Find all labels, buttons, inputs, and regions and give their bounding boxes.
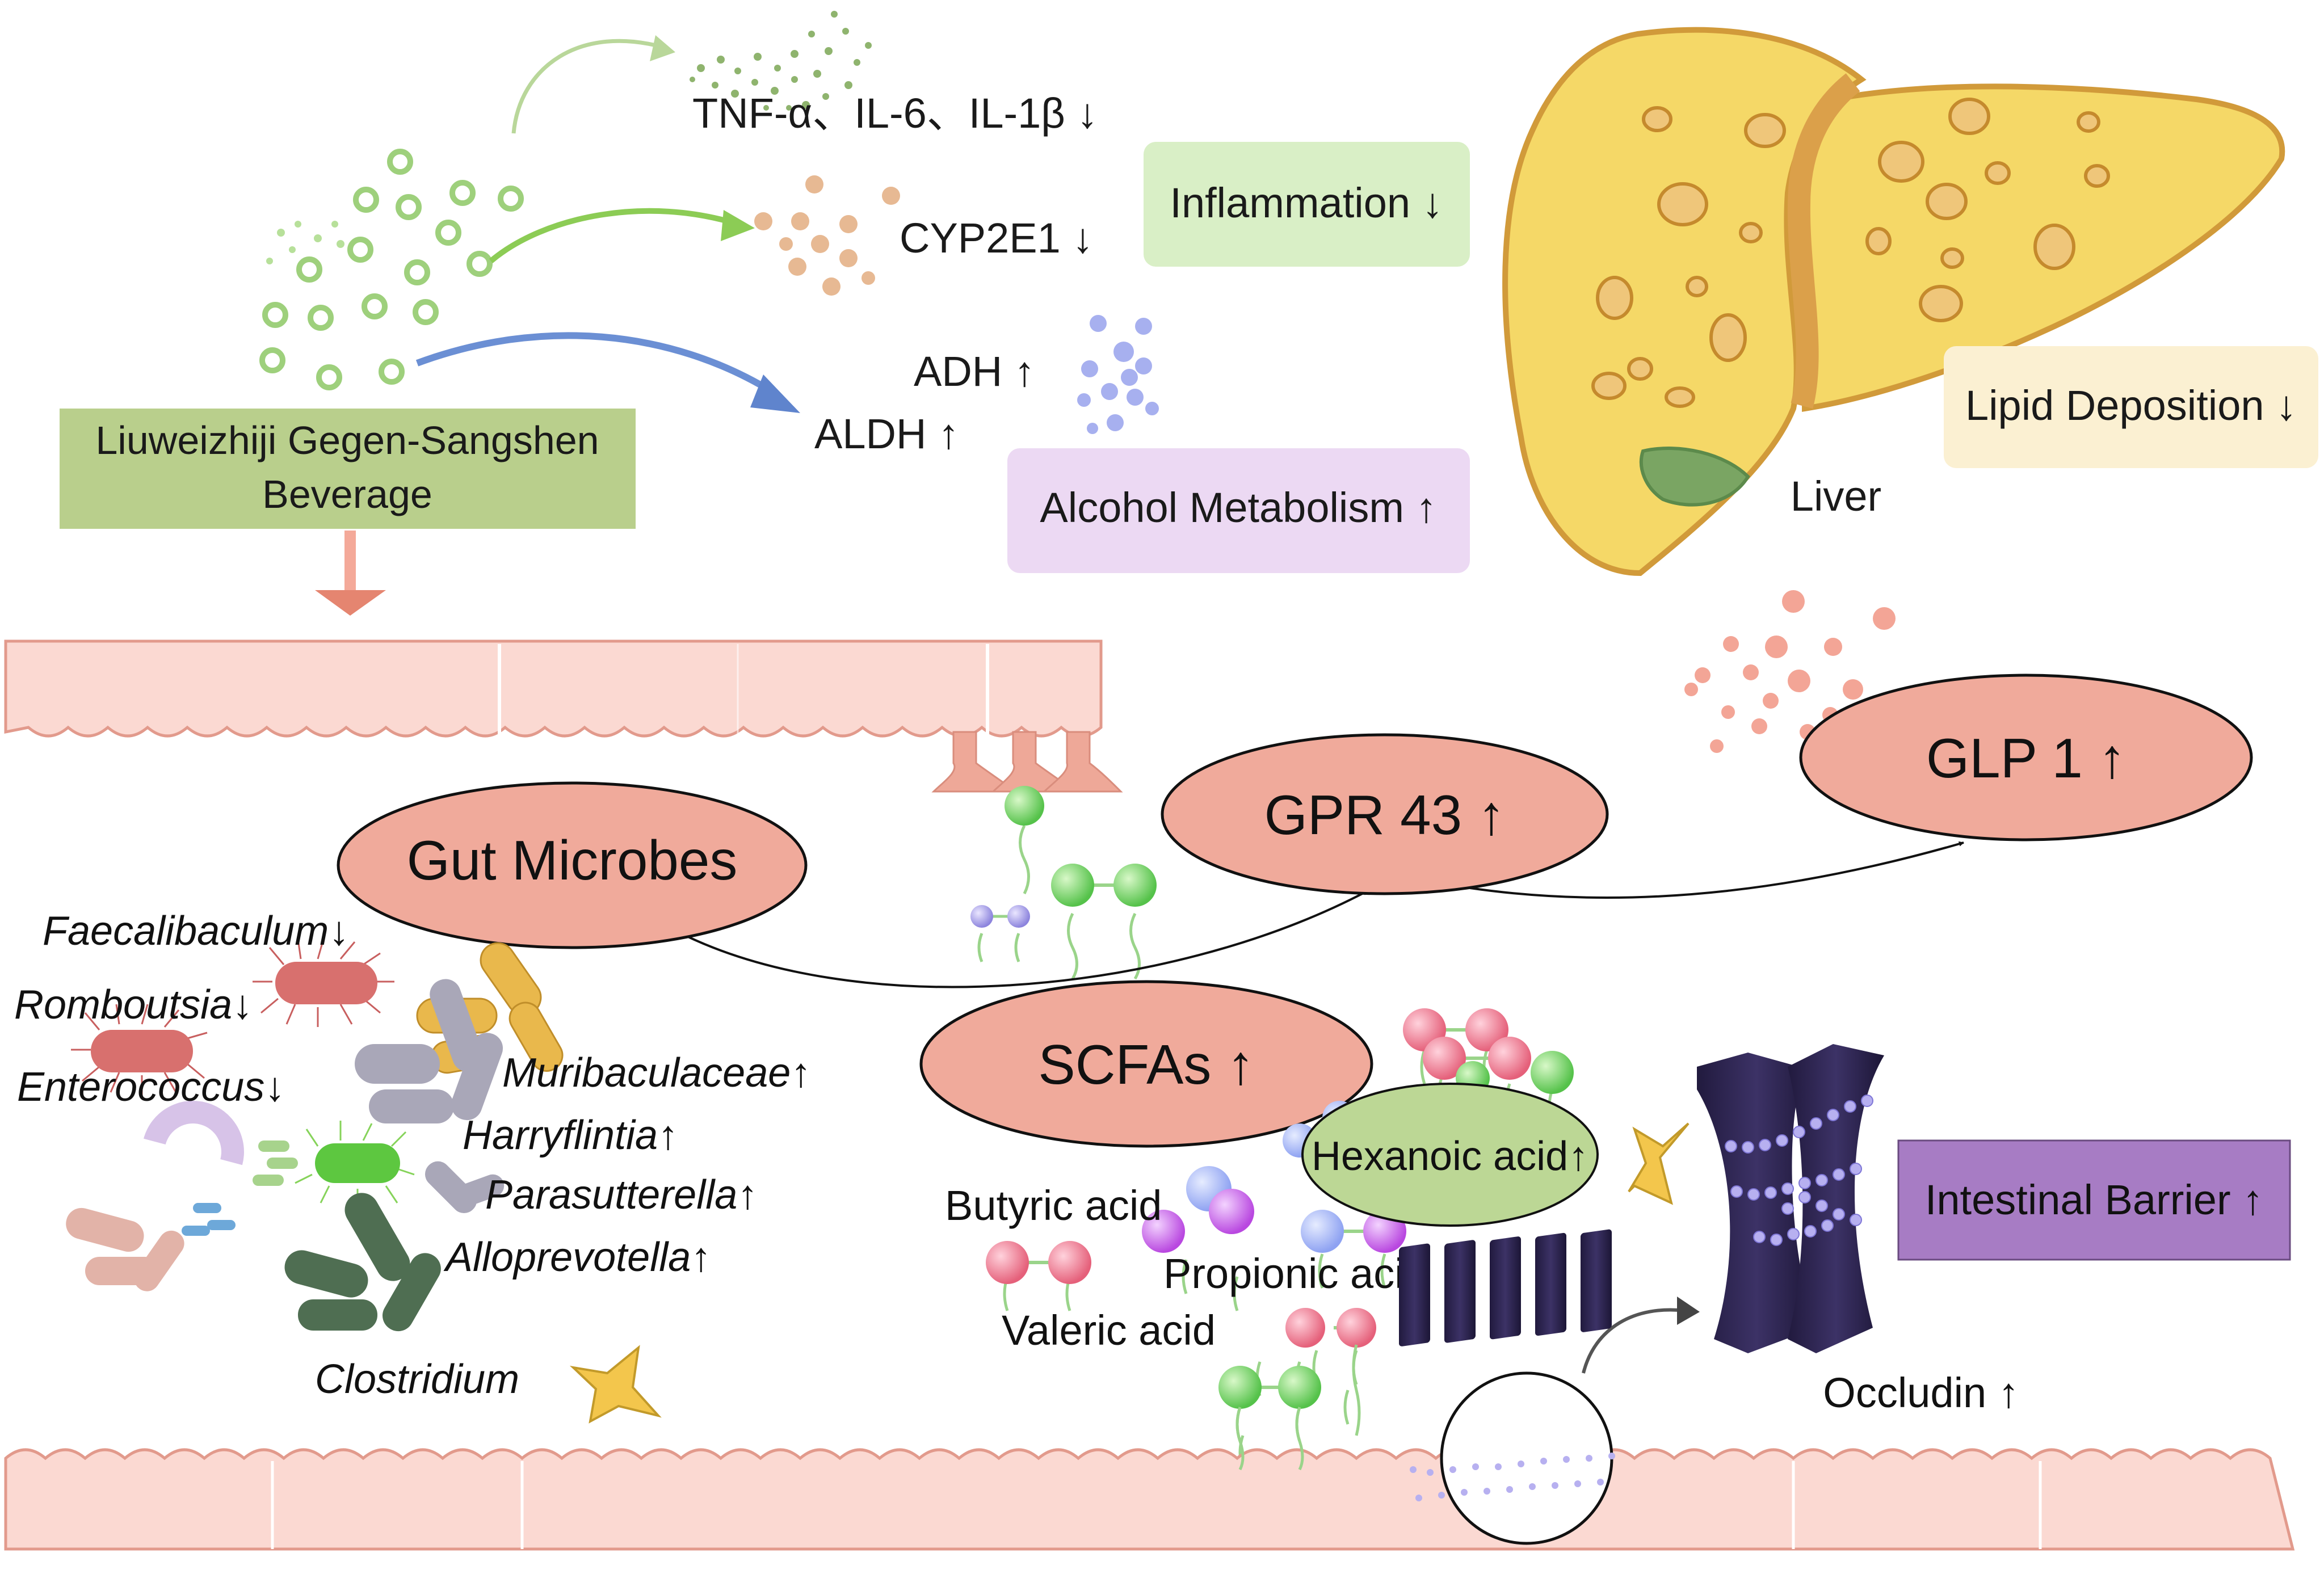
effect-arrows — [415, 35, 800, 413]
bacteria-labels: Faecalibaculum↓ Romboutsia↓ Enterococcus… — [14, 908, 811, 1402]
hexanoic-star-icon — [1628, 1122, 1690, 1205]
tight-junction-illustration — [1697, 1044, 1884, 1353]
romboutsia-label: Romboutsia↓ — [14, 982, 253, 1028]
adh-label: ADH ↑ — [914, 348, 1035, 395]
scfa-molecule-cluster — [986, 1008, 1574, 1470]
gut-microbes-oval: Gut Microbes — [337, 781, 808, 949]
zoom-arrow — [1582, 1308, 1686, 1374]
zoom-arrow-head — [1677, 1297, 1700, 1325]
inflammation-box: Inflammation ↓ — [1144, 142, 1470, 267]
lipid-deposition-box: Lipid Deposition ↓ — [1944, 346, 2318, 468]
hexanoic-acid-label: Hexanoic acid↑ — [1312, 1134, 1588, 1179]
scfas-label: SCFAs ↑ — [1038, 1033, 1254, 1096]
upper-intestinal-wall — [4, 639, 1103, 738]
beverage-box: Liuweizhiji Gegen-Sangshen Beverage — [60, 409, 636, 529]
valeric-acid-label: Valeric acid — [1002, 1307, 1216, 1354]
liver-label: Liver — [1791, 473, 1881, 520]
cytokine-dots — [690, 11, 872, 111]
pathway-arrows — [675, 841, 1964, 988]
gut-microbes-label: Gut Microbes — [407, 829, 738, 891]
alcohol-metabolism-box: Alcohol Metabolism ↑ — [1007, 448, 1470, 573]
gpr43-label: GPR 43 ↑ — [1264, 784, 1506, 846]
alcohol-metabolism-label: Alcohol Metabolism ↑ — [1040, 484, 1436, 531]
hexanoic-acid-oval: Hexanoic acid↑ — [1301, 1083, 1599, 1227]
faecalibaculum-label: Faecalibaculum↓ — [43, 908, 349, 954]
cyp-dots — [754, 175, 900, 296]
intestinal-barrier-box: Intestinal Barrier ↑ — [1897, 1139, 2291, 1261]
propionic-acid-label: Propionic acid — [1163, 1250, 1427, 1297]
beverage-label-line2: Beverage — [262, 472, 432, 516]
scfa-molecules-top — [970, 786, 1157, 980]
harryflintia-label: Harryflintia↑ — [463, 1113, 678, 1158]
gpr43-receptors — [931, 731, 1123, 793]
aldh-label: ALDH ↑ — [814, 410, 959, 457]
occludin-label: Occludin ↑ — [1823, 1369, 2019, 1416]
glp1-oval: GLP 1 ↑ — [1799, 674, 2253, 841]
bacteria-cluster — [66, 938, 564, 1332]
intestinal-barrier-label: Intestinal Barrier ↑ — [1925, 1176, 2263, 1223]
enterococcus-label: Enterococcus↓ — [17, 1064, 285, 1110]
cyp2e1-label: CYP2E1 ↓ — [900, 214, 1093, 262]
zoom-circle — [1399, 1229, 1615, 1545]
beverage-label-line1: Liuweizhiji Gegen-Sangshen — [95, 418, 599, 462]
parasutterella-label: Parasutterella↑ — [485, 1172, 758, 1218]
scfas-oval: SCFAs ↑ — [919, 980, 1373, 1148]
butyric-acid-label: Butyric acid — [945, 1182, 1162, 1229]
down-arrow — [315, 531, 386, 616]
glp1-label: GLP 1 ↑ — [1926, 727, 2126, 789]
adh-dots — [1077, 315, 1159, 434]
liver-illustration — [1502, 27, 2285, 576]
lipid-deposition-label: Lipid Deposition ↓ — [1965, 382, 2297, 429]
inflammation-label: Inflammation ↓ — [1170, 179, 1443, 226]
scfa-molecules-bottom — [1235, 1344, 1361, 1471]
alloprevotella-label: Alloprevotella↑ — [443, 1235, 711, 1280]
beverage-particles — [259, 149, 524, 390]
lower-intestinal-wall — [4, 1448, 2295, 1551]
muribaculaceae-label: Muribaculaceae↑ — [502, 1050, 811, 1096]
gpr43-oval: GPR 43 ↑ — [1161, 733, 1609, 895]
star-icon — [569, 1345, 662, 1424]
cytokine-label: TNF-α、IL-6、IL-1β ↓ — [692, 90, 1098, 137]
clostridium-label: Clostridium — [315, 1357, 519, 1402]
